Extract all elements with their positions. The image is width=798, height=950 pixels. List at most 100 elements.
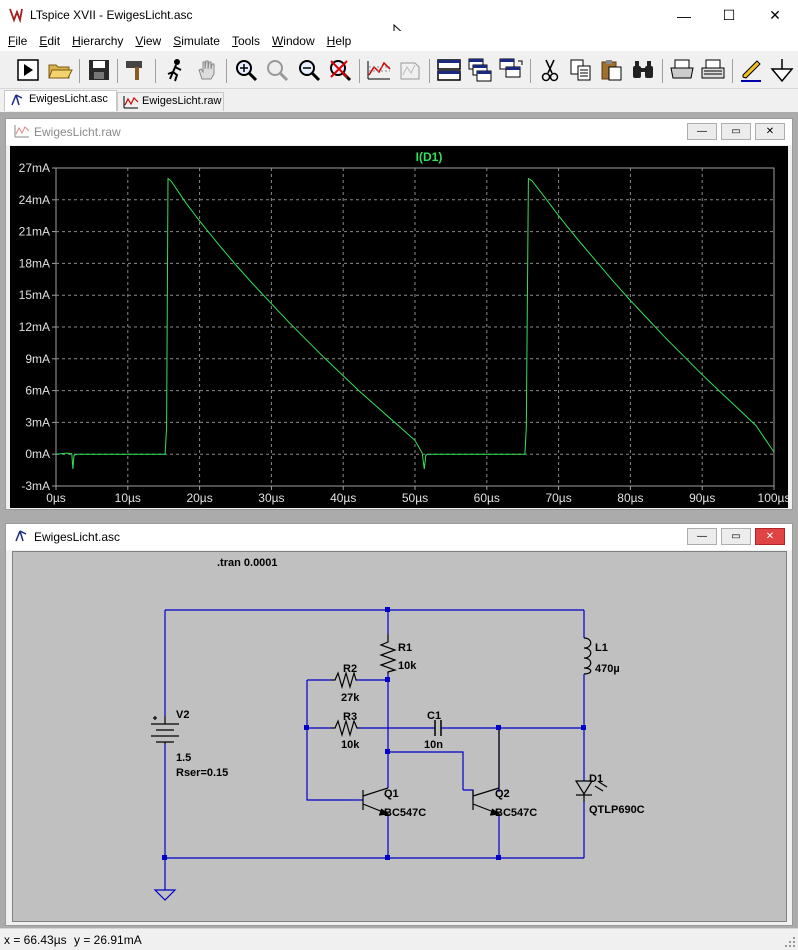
x-tick-label: 90µs <box>689 491 715 505</box>
trace-title: I(D1) <box>416 150 443 164</box>
resistor-r2[interactable] <box>331 670 357 690</box>
cursor-y-readout: y = 26.91mA <box>74 933 142 947</box>
plot-restore-button[interactable]: ▭ <box>721 123 751 140</box>
x-tick-label: 30µs <box>258 491 284 505</box>
v2-rser[interactable]: Rser=0.15 <box>176 767 228 779</box>
waveform-icon <box>14 125 30 138</box>
y-tick-label: 27mA <box>19 161 50 175</box>
autorange-icon[interactable] <box>366 57 392 83</box>
menu-view[interactable]: View <box>135 34 162 48</box>
led-d1[interactable] <box>574 780 608 802</box>
transistor-q2[interactable] <box>472 728 501 816</box>
menu-edit[interactable]: Edit <box>39 34 61 48</box>
status-bar: x = 66.43µs y = 26.91mA <box>0 928 798 950</box>
schematic-drawing: .tran 0.0001 R1 10k R2 27k R3 10k C1 10n… <box>151 557 645 901</box>
d1-name: D1 <box>589 773 603 785</box>
ground-symbol <box>153 889 177 901</box>
q1-value[interactable]: BC547C <box>384 807 426 819</box>
place-waveform-icon[interactable] <box>397 57 423 83</box>
plot-window-titlebar[interactable]: EwigesLicht.raw — ▭ ✕ <box>6 119 792 145</box>
plot-minimize-button[interactable]: — <box>687 123 717 140</box>
schematic-close-button[interactable]: ✕ <box>755 528 785 545</box>
menu-help[interactable]: Help <box>326 34 352 48</box>
y-tick-label: 12mA <box>19 320 50 334</box>
save-icon[interactable] <box>86 57 112 83</box>
toolbar <box>0 52 798 89</box>
r3-value[interactable]: 10k <box>341 739 360 751</box>
tran-directive[interactable]: .tran 0.0001 <box>217 557 278 569</box>
tab-ewigeslicht-raw[interactable]: EwigesLicht.raw <box>117 92 224 111</box>
ground-icon[interactable] <box>769 57 795 83</box>
tile-horizontal-icon[interactable] <box>436 57 462 83</box>
menu-hierarchy[interactable]: Hierarchy <box>72 34 124 48</box>
l1-value[interactable]: 470µ <box>595 663 620 675</box>
run-halt-icon[interactable] <box>162 57 188 83</box>
menu-tools[interactable]: Tools <box>231 34 260 48</box>
paste-icon[interactable] <box>599 57 625 83</box>
d1-value[interactable]: QTLP690C <box>589 804 645 816</box>
trace-i-d1 <box>55 177 775 470</box>
q1-name: Q1 <box>384 788 399 800</box>
run-icon[interactable] <box>15 57 41 83</box>
plot-window-title: EwigesLicht.raw <box>34 125 121 139</box>
x-tick-label: 70µs <box>545 491 571 505</box>
menu-simulate[interactable]: Simulate <box>173 34 220 48</box>
r1-name: R1 <box>398 642 412 654</box>
menu-bar: File Edit Hierarchy View Simulate Tools … <box>0 31 798 51</box>
capacitor-c1[interactable] <box>434 720 442 736</box>
print-icon[interactable] <box>700 57 726 83</box>
zoom-cancel-icon[interactable] <box>327 57 353 83</box>
cut-icon[interactable] <box>537 57 563 83</box>
maximize-button[interactable]: ☐ <box>706 0 752 31</box>
tab-label: EwigesLicht.asc <box>29 93 108 105</box>
zoom-out-icon[interactable] <box>296 57 322 83</box>
menu-file[interactable]: File <box>8 34 28 48</box>
resistor-r3[interactable] <box>331 718 359 738</box>
plot-close-button[interactable]: ✕ <box>755 123 785 140</box>
x-tick-label: 50µs <box>402 491 428 505</box>
schematic-restore-button[interactable]: ▭ <box>721 528 751 545</box>
r1-value[interactable]: 10k <box>398 660 417 672</box>
pencil-icon[interactable] <box>738 57 764 83</box>
x-tick-label: 10µs <box>115 491 141 505</box>
cursor-x-readout: x = 66.43µs <box>4 933 67 947</box>
close-icon: ✕ <box>765 531 775 542</box>
find-icon[interactable] <box>630 57 656 83</box>
y-tick-label: 0mA <box>25 447 50 461</box>
waveform-icon <box>123 96 139 109</box>
close-button[interactable]: ✕ <box>752 0 798 31</box>
v2-value[interactable]: 1.5 <box>176 752 191 764</box>
battery-v2[interactable] <box>151 716 179 744</box>
zoom-in-icon[interactable] <box>233 57 259 83</box>
transistor-q1[interactable] <box>362 787 390 816</box>
r2-name: R2 <box>343 663 357 675</box>
menu-window[interactable]: Window <box>271 34 315 48</box>
y-tick-label: 3mA <box>25 415 50 429</box>
zoom-full-icon[interactable] <box>264 57 290 83</box>
schematic-window-titlebar[interactable]: EwigesLicht.asc — ▭ ✕ <box>6 524 792 550</box>
tab-ewigeslicht-asc[interactable]: EwigesLicht.asc <box>4 90 117 111</box>
close-icon: ✕ <box>765 126 775 137</box>
schematic-minimize-button[interactable]: — <box>687 528 717 545</box>
x-tick-label: 0µs <box>46 491 66 505</box>
tile-vertical-icon[interactable] <box>498 57 524 83</box>
cascade-icon[interactable] <box>467 57 493 83</box>
resistor-r1[interactable] <box>379 634 397 674</box>
title-bar: LTspice XVII - EwigesLicht.asc — ☐ ✕ <box>0 0 798 44</box>
tab-label: EwigesLicht.raw <box>142 95 222 107</box>
open-folder-icon[interactable] <box>47 57 73 83</box>
resize-grip-icon[interactable] <box>784 936 796 948</box>
r2-value[interactable]: 27k <box>341 692 360 704</box>
q2-value[interactable]: BC547C <box>495 807 537 819</box>
control-panel-hammer-icon[interactable] <box>123 57 149 83</box>
minimize-button[interactable]: — <box>661 0 707 31</box>
schematic-canvas[interactable]: .tran 0.0001 R1 10k R2 27k R3 10k C1 10n… <box>12 551 787 922</box>
inductor-l1[interactable] <box>583 637 592 675</box>
pan-hand-icon[interactable] <box>194 57 220 83</box>
c1-value[interactable]: 10n <box>424 739 443 751</box>
schematic-icon <box>11 94 23 106</box>
print-preview-icon[interactable] <box>669 57 695 83</box>
copy-icon[interactable] <box>568 57 594 83</box>
